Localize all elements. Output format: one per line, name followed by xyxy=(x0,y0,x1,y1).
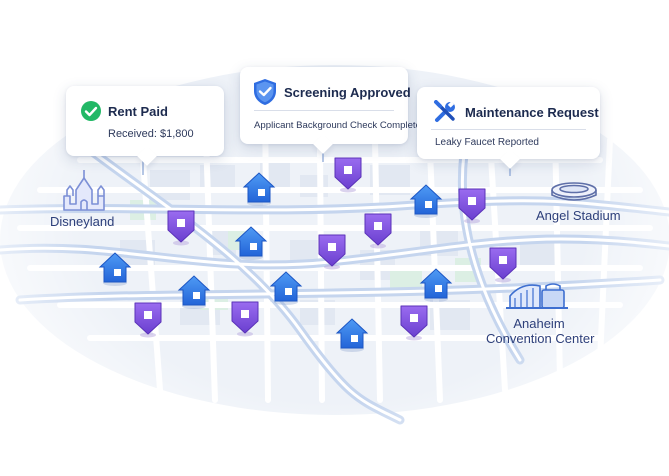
shield-check-icon xyxy=(254,79,276,105)
house-marker-icon[interactable] xyxy=(335,318,369,352)
rent-paid-amount: Received: $1,800 xyxy=(108,128,194,140)
screening-detail: Applicant Background Check Complete xyxy=(254,120,421,131)
disneyland-name: Disneyland xyxy=(50,214,115,229)
angel-stadium-name: Angel Stadium xyxy=(536,208,621,223)
angel-stadium-label[interactable]: Angel Stadium xyxy=(536,208,621,223)
stadium-icon xyxy=(551,182,597,201)
card-divider xyxy=(254,110,394,111)
disneyland-label[interactable]: Disneyland xyxy=(50,214,114,229)
screening-title: Screening Approved xyxy=(284,85,411,100)
location-pin-icon[interactable] xyxy=(318,234,346,270)
house-marker-icon[interactable] xyxy=(419,268,453,302)
maintenance-request-card[interactable]: Maintenance Request Leaky Faucet Reporte… xyxy=(417,87,600,159)
location-pin-icon[interactable] xyxy=(364,213,392,249)
wrench-screwdriver-icon xyxy=(434,100,455,122)
maintenance-title: Maintenance Request xyxy=(465,105,599,120)
rent-paid-title: Rent Paid xyxy=(108,104,168,119)
card-divider xyxy=(431,129,586,130)
house-marker-icon[interactable] xyxy=(234,226,268,260)
castle-icon xyxy=(63,170,105,211)
check-circle-icon xyxy=(81,101,101,121)
property-markers xyxy=(98,157,517,352)
house-marker-icon[interactable] xyxy=(242,172,276,206)
convention-center-label[interactable]: Anaheim Convention Center xyxy=(486,316,595,346)
house-marker-icon[interactable] xyxy=(98,252,132,286)
location-pin-icon[interactable] xyxy=(458,188,486,224)
location-pin-icon[interactable] xyxy=(489,247,517,283)
location-pin-icon[interactable] xyxy=(231,301,259,337)
convention-center-name-line2: Convention Center xyxy=(486,331,595,346)
location-pin-icon[interactable] xyxy=(167,210,195,246)
rent-paid-card[interactable]: Rent Paid Received: $1,800 xyxy=(66,86,224,156)
house-marker-icon[interactable] xyxy=(177,275,211,309)
house-marker-icon[interactable] xyxy=(269,271,303,305)
location-pin-icon[interactable] xyxy=(400,305,428,341)
screening-approved-card[interactable]: Screening Approved Applicant Background … xyxy=(240,67,421,144)
convention-center-icon xyxy=(506,283,568,309)
location-pin-icon[interactable] xyxy=(134,302,162,338)
maintenance-detail: Leaky Faucet Reported xyxy=(435,137,539,148)
location-pin-icon[interactable] xyxy=(334,157,362,193)
house-marker-icon[interactable] xyxy=(409,184,443,218)
convention-center-name-line1: Anaheim xyxy=(513,316,565,331)
